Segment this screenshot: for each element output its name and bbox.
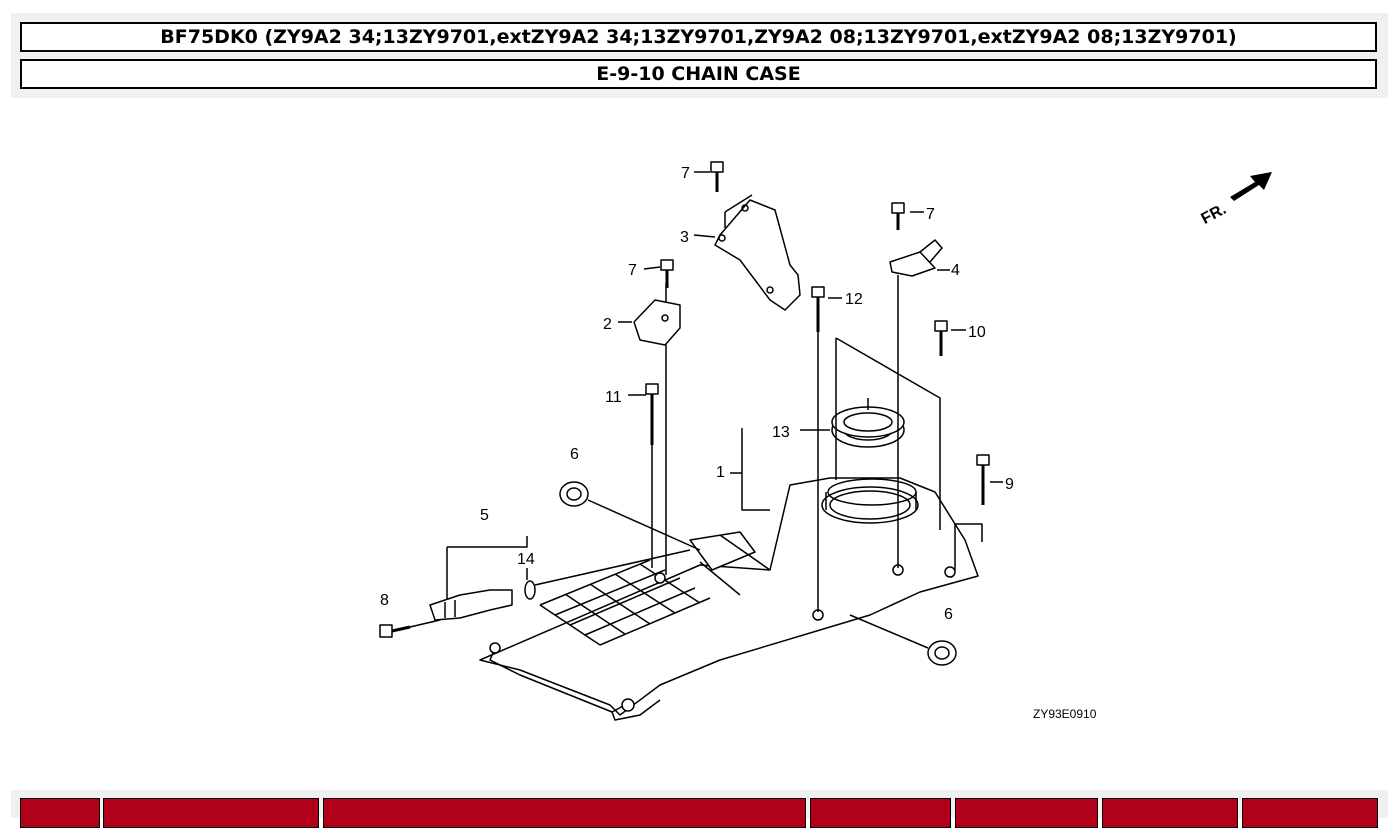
callout-1: 1 xyxy=(716,464,725,481)
callout-11: 11 xyxy=(605,389,622,406)
grommet-6-right xyxy=(927,640,957,666)
bracket-2 xyxy=(633,299,681,346)
bolt-11 xyxy=(645,383,659,445)
parts-diagram: FR. 1 2 3 4 5 6 6 7 7 7 8 9 10 11 12 13 … xyxy=(379,161,1272,721)
bolt-9 xyxy=(976,454,990,505)
grommet-6-left xyxy=(559,481,589,507)
callout-12: 12 xyxy=(845,291,863,308)
table-col-1 xyxy=(20,798,100,828)
table-col-3 xyxy=(323,798,806,828)
callout-7-left: 7 xyxy=(628,262,637,279)
bolt-8 xyxy=(379,624,411,638)
o-ring-14 xyxy=(524,580,536,600)
callout-13: 13 xyxy=(772,424,790,441)
table-col-4 xyxy=(810,798,951,828)
sensor-5 xyxy=(429,589,513,621)
diagram-code: ZY93E0910 xyxy=(1033,707,1097,721)
callout-7-right: 7 xyxy=(926,206,935,223)
callout-9: 9 xyxy=(1005,476,1014,493)
bracket-3 xyxy=(714,199,801,311)
clip-4 xyxy=(889,239,943,277)
callout-2: 2 xyxy=(603,316,612,333)
front-marker-label: FR. xyxy=(1198,201,1229,228)
bolt-7-left xyxy=(660,259,674,288)
callout-10: 10 xyxy=(968,324,986,341)
table-col-7 xyxy=(1242,798,1378,828)
bolt-12 xyxy=(811,286,825,332)
table-col-2 xyxy=(103,798,319,828)
bolt-7-right xyxy=(891,202,905,230)
callout-4: 4 xyxy=(951,262,960,279)
callout-14: 14 xyxy=(517,551,535,568)
oil-seal xyxy=(831,406,905,448)
bolt-10 xyxy=(934,320,948,356)
callout-5: 5 xyxy=(480,507,489,524)
model-title: BF75DK0 (ZY9A2 34;13ZY9701,extZY9A2 34;1… xyxy=(20,22,1377,52)
callout-6-left: 6 xyxy=(570,446,579,463)
table-col-6 xyxy=(1102,798,1238,828)
header-panel: BF75DK0 (ZY9A2 34;13ZY9701,extZY9A2 34;1… xyxy=(11,13,1388,98)
callout-6-right: 6 xyxy=(944,606,953,623)
callout-7-top: 7 xyxy=(681,165,690,182)
section-title: E-9-10 CHAIN CASE xyxy=(20,59,1377,89)
chain-case-body xyxy=(479,477,979,721)
front-direction-arrow: FR. xyxy=(1198,172,1272,228)
table-col-5 xyxy=(955,798,1098,828)
bolt-7-top xyxy=(710,161,724,192)
callout-8: 8 xyxy=(380,592,389,609)
parts-table-header xyxy=(11,790,1388,828)
callout-3: 3 xyxy=(680,229,689,246)
